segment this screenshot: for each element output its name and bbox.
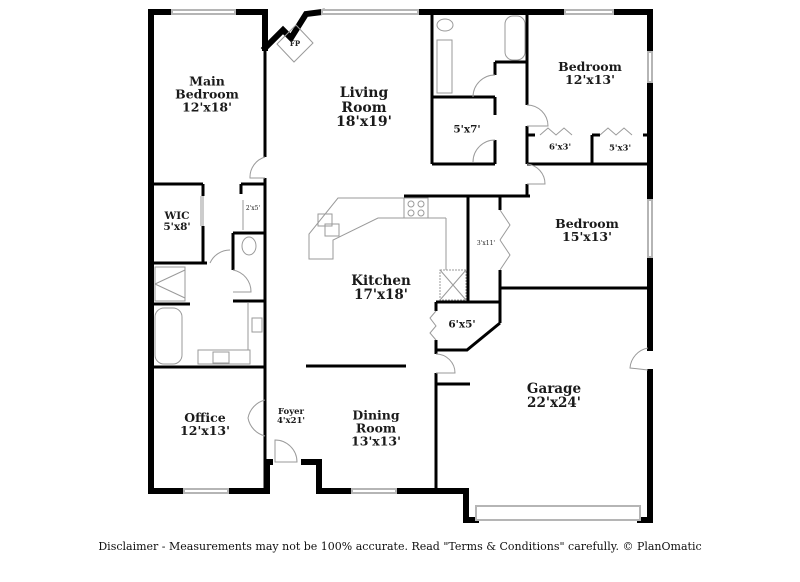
room-dims: 6'x5' bbox=[448, 318, 476, 331]
room-name: Main bbox=[189, 73, 225, 89]
room-name: Room bbox=[341, 99, 387, 116]
room-dims: 15'x13' bbox=[562, 229, 612, 244]
room-closet-5x7: 5'x7' bbox=[453, 124, 480, 135]
room-name: Bedroom bbox=[558, 58, 622, 74]
room-name: Kitchen bbox=[351, 272, 411, 289]
room-bedroom-ne: Bedroom 12'x13' bbox=[558, 60, 622, 86]
fixtures bbox=[154, 15, 526, 365]
room-closet-5x3: 5'x3' bbox=[608, 143, 632, 154]
room-closet-6x3: 6'x3' bbox=[548, 142, 572, 153]
room-dims: 2'x5' bbox=[245, 204, 261, 212]
room-name: Bedroom bbox=[175, 86, 239, 102]
room-kitchen: Kitchen 17'x18' bbox=[351, 272, 411, 303]
disclaimer-text: Disclaimer - Measurements may not be 100… bbox=[98, 540, 702, 553]
room-dims: 12'x18' bbox=[182, 99, 232, 115]
fireplace: FP bbox=[290, 39, 301, 48]
room-bedroom-e: Bedroom 15'x13' bbox=[555, 217, 619, 243]
room-closet-3x11: 3'x11' bbox=[476, 239, 496, 247]
room-dims: 18'x19' bbox=[336, 114, 392, 131]
room-dims: 6'x3' bbox=[548, 142, 572, 153]
room-laundry-6x5: 6'x5' bbox=[448, 319, 475, 330]
room-name: WIC bbox=[164, 209, 190, 222]
windows bbox=[171, 9, 653, 521]
room-dims: 12'x13' bbox=[180, 423, 230, 438]
room-dims: 5'x3' bbox=[608, 143, 632, 154]
room-dims: 5'x8' bbox=[163, 221, 191, 233]
room-living-room: Living Room 18'x19' bbox=[336, 86, 392, 130]
interior-walls bbox=[151, 12, 650, 491]
room-dims: 3'x11' bbox=[476, 239, 496, 247]
room-name: Bedroom bbox=[555, 215, 619, 231]
room-dims: 12'x13' bbox=[565, 72, 615, 87]
svg-text:FP: FP bbox=[290, 39, 301, 48]
exterior-walls bbox=[148, 8, 653, 523]
room-dims: 5'x7' bbox=[453, 123, 481, 136]
room-wic: WIC 5'x8' bbox=[163, 209, 191, 233]
room-dims: 22'x24' bbox=[527, 395, 581, 411]
doors bbox=[202, 74, 649, 463]
room-name: Room bbox=[355, 420, 397, 436]
room-closet-2x5: 2'x5' bbox=[245, 204, 261, 212]
room-office: Office 12'x13' bbox=[180, 411, 230, 437]
room-name: Office bbox=[184, 409, 226, 425]
room-name: Living bbox=[339, 84, 389, 101]
room-garage: Garage 22'x24' bbox=[526, 380, 582, 411]
room-foyer: Foyer 4'x21' bbox=[277, 408, 305, 426]
room-name: Foyer bbox=[277, 407, 305, 418]
room-main-bedroom: Main Bedroom 12'x18' bbox=[175, 73, 239, 115]
room-dims: 13'x13' bbox=[351, 433, 401, 449]
room-dims: 4'x21' bbox=[276, 416, 306, 426]
room-name: Dining bbox=[352, 407, 400, 423]
room-dims: 17'x18' bbox=[354, 287, 408, 303]
room-dining-room: Dining Room 13'x13' bbox=[351, 407, 401, 449]
room-name: Garage bbox=[526, 380, 582, 397]
